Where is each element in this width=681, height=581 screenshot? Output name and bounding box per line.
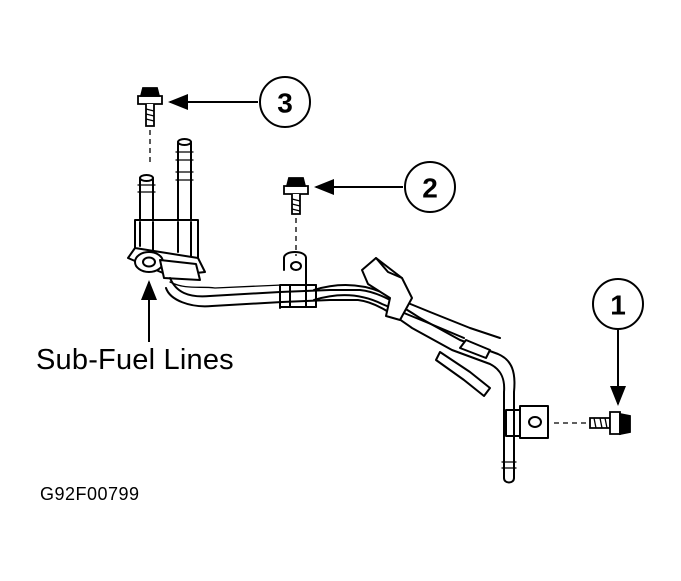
bolt-3-icon [137,87,163,164]
bolt-2-icon [283,177,309,256]
callout-2-number: 2 [422,173,438,204]
callout-3: 3 [168,76,311,128]
sub-fuel-lines-label: Sub-Fuel Lines [36,344,234,376]
sub-fuel-line-tubes [127,138,549,484]
figure-id: G92F00799 [40,484,140,504]
callout-1-number: 1 [610,290,626,321]
callout-1: 1 [592,278,644,406]
bolt-1-icon [552,411,631,436]
callout-3-number: 3 [277,88,293,119]
callout-2: 2 [314,161,456,213]
